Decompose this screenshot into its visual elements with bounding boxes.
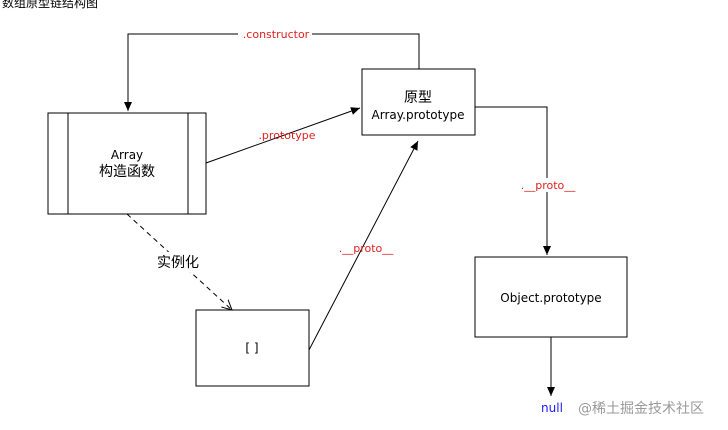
- edge-prototype: .prototype: [205, 107, 361, 164]
- object-prototype-node: Object.prototype: [474, 256, 628, 338]
- edge-null: null: [541, 337, 563, 415]
- edge-instance-proto: .__proto__: [308, 140, 419, 351]
- null-label: null: [541, 401, 563, 415]
- instance-label: [ ]: [245, 341, 258, 355]
- edge-instantiate: 实例化: [126, 213, 232, 310]
- diagram-caption: 数组原型链结构图: [2, 0, 99, 10]
- edge-constructor-label: .constructor: [243, 28, 310, 41]
- edge-instantiate-label: 实例化: [157, 255, 199, 271]
- array-prototype-node: 原型 Array.prototype: [361, 68, 476, 136]
- edge-object-proto: .__proto__: [475, 106, 579, 255]
- edge-prototype-label: .prototype: [258, 129, 315, 142]
- prototype-subtitle: Array.prototype: [372, 108, 465, 122]
- edge-instance-proto-label: .__proto__: [339, 242, 394, 255]
- prototype-title: 原型: [404, 90, 432, 106]
- array-constructor-subtitle: 构造函数: [99, 164, 155, 180]
- array-constructor-title: Array: [111, 148, 143, 162]
- edge-object-proto-label: .__proto__: [521, 179, 576, 192]
- edge-constructor: .constructor: [124, 27, 420, 111]
- array-instance-node: [ ]: [195, 309, 310, 387]
- object-prototype-label: Object.prototype: [500, 291, 601, 305]
- watermark: @稀土掘金技术社区: [578, 401, 704, 417]
- array-constructor-node: Array 构造函数: [47, 112, 207, 215]
